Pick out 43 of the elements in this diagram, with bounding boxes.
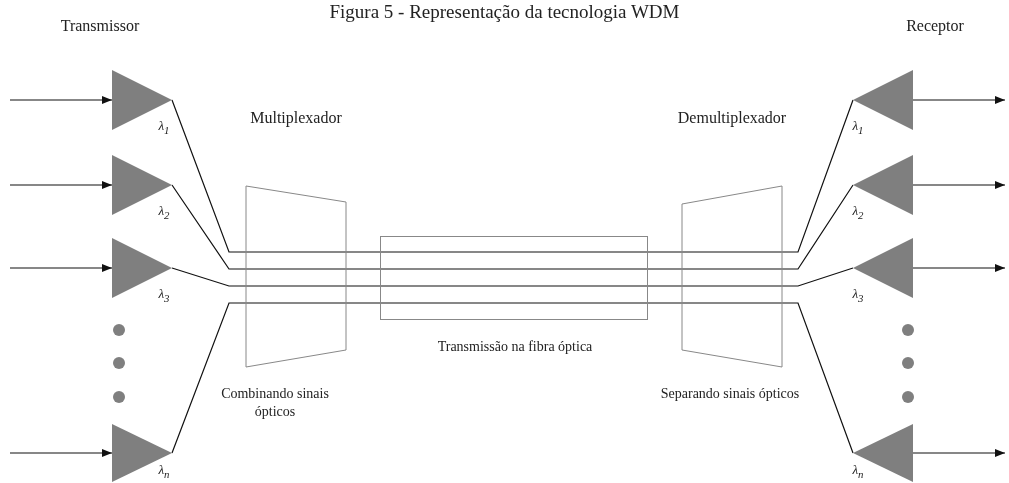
optical-line — [647, 268, 683, 270]
optical-line — [171, 99, 247, 253]
optical-line — [171, 302, 247, 454]
signal-arrow — [912, 449, 1006, 457]
optical-line — [647, 285, 683, 287]
wavelength-label: λ$_{3}$ — [851, 286, 865, 306]
wavelength-label: λ$_{1}$ — [851, 118, 865, 138]
signal-arrow — [9, 96, 113, 104]
wavelength-label: λ$_{n}$ — [157, 462, 171, 482]
signal-arrow — [912, 264, 1006, 272]
signal-arrow — [912, 181, 1006, 189]
wavelength-label: λ$_{2}$ — [157, 203, 171, 223]
signal-arrow — [9, 449, 113, 457]
transmitter-triangle — [112, 424, 172, 482]
caption-text: Separando sinais ópticos — [659, 385, 801, 403]
optical-line — [345, 251, 381, 253]
signal-arrow — [9, 181, 113, 189]
optical-line — [781, 99, 854, 253]
optical-line — [345, 302, 381, 304]
signal-arrow — [912, 96, 1006, 104]
optical-line — [345, 268, 381, 270]
optical-line — [647, 251, 683, 253]
optical-line — [647, 302, 683, 304]
group-label: Transmissor — [59, 16, 141, 36]
component-title: Multiplexador — [249, 108, 343, 128]
wavelength-label: λ$_{n}$ — [851, 462, 865, 482]
caption-text: Combinando sinais ópticos — [220, 385, 330, 420]
wavelength-label: λ$_{1}$ — [157, 118, 171, 138]
signal-arrow — [9, 264, 113, 272]
wavelength-label: λ$_{3}$ — [157, 286, 171, 306]
group-label: Receptor — [905, 16, 965, 36]
wavelength-label: λ$_{2}$ — [851, 203, 865, 223]
receiver-triangle — [853, 424, 913, 482]
optical-line — [171, 267, 247, 287]
component-title: Demultiplexador — [676, 108, 788, 128]
optical-line — [171, 184, 247, 270]
optical-line — [781, 302, 854, 454]
optical-line — [781, 184, 854, 270]
caption-text: Transmissão na fibra óptica — [436, 338, 594, 356]
fiber-box — [380, 236, 648, 320]
optical-line — [781, 267, 854, 287]
figure-title: Figura 5 - Representação da tecnologia WDM — [328, 0, 681, 24]
optical-line — [345, 285, 381, 287]
